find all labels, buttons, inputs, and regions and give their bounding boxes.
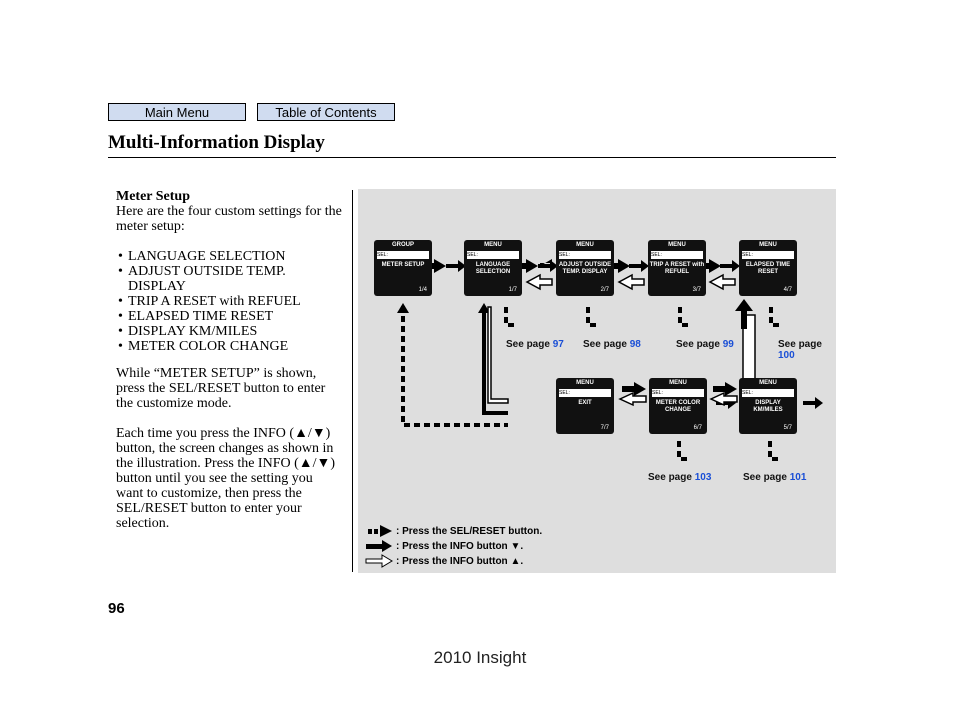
down-arrow-1 — [422, 259, 446, 273]
up-return-line — [487, 306, 509, 404]
exit-return-line — [482, 309, 508, 415]
up-arrow-1 — [525, 273, 553, 291]
see-page-97: See page 97 — [506, 339, 564, 350]
column-divider — [352, 190, 353, 572]
page-number: 96 — [108, 600, 125, 617]
section-heading: Meter Setup — [116, 189, 190, 204]
up-arrow-4 — [618, 391, 647, 407]
bullet-item: •ADJUST OUTSIDE TEMP. — [118, 264, 286, 279]
see-page-98: See page 98 — [583, 339, 641, 350]
legend-info-up: : Press the INFO button ▲. — [396, 556, 524, 567]
bullet-item: •TRIP A RESET with REFUEL — [118, 294, 301, 309]
legend-symbols — [365, 525, 393, 568]
sel-reset-dashes — [401, 306, 783, 461]
down-arrow-6 — [622, 382, 646, 396]
intro-text: Here are the four custom settings for th… — [116, 204, 342, 234]
page-title: Multi-Information Display — [108, 132, 325, 153]
down-arrow-3 — [606, 259, 630, 273]
setup-instructions: While “METER SETUP” is shown, press the … — [116, 366, 326, 411]
see-page-99: See page 99 — [676, 339, 734, 350]
main-menu-button[interactable]: Main Menu — [108, 103, 246, 121]
info-instructions: Each time you press the INFO (▲/▼) butto… — [116, 426, 336, 531]
up-arrow-3 — [708, 273, 736, 291]
exit-return-arrowhead — [478, 303, 490, 313]
bullet-item: •ELAPSED TIME RESET — [118, 309, 274, 324]
see-page-103: See page 103 — [648, 472, 712, 483]
bullet-item-continued: DISPLAY — [128, 279, 186, 294]
legend-sel-reset: : Press the SEL/RESET button. — [396, 526, 543, 537]
down-arrow-7 — [713, 382, 737, 396]
title-rule — [108, 157, 836, 158]
bullet-item: •METER COLOR CHANGE — [118, 339, 289, 354]
up-arrow-2 — [617, 273, 645, 291]
down-arrow-2 — [514, 259, 538, 273]
table-of-contents-button[interactable]: Table of Contents — [257, 103, 395, 121]
see-page-101: See page 101 — [743, 472, 807, 483]
footer-model: 2010 Insight — [433, 648, 527, 667]
bullet-item: •DISPLAY KM/MILES — [118, 324, 258, 339]
setup-return-arrowhead — [397, 303, 409, 313]
legend-info-down: : Press the INFO button ▼. — [396, 541, 524, 552]
bullet-item: •LANGUAGE SELECTION — [118, 249, 286, 264]
down-arrow-4 — [697, 259, 721, 273]
up-arrow-5 — [709, 391, 738, 407]
down-arrow-5 — [735, 299, 753, 329]
